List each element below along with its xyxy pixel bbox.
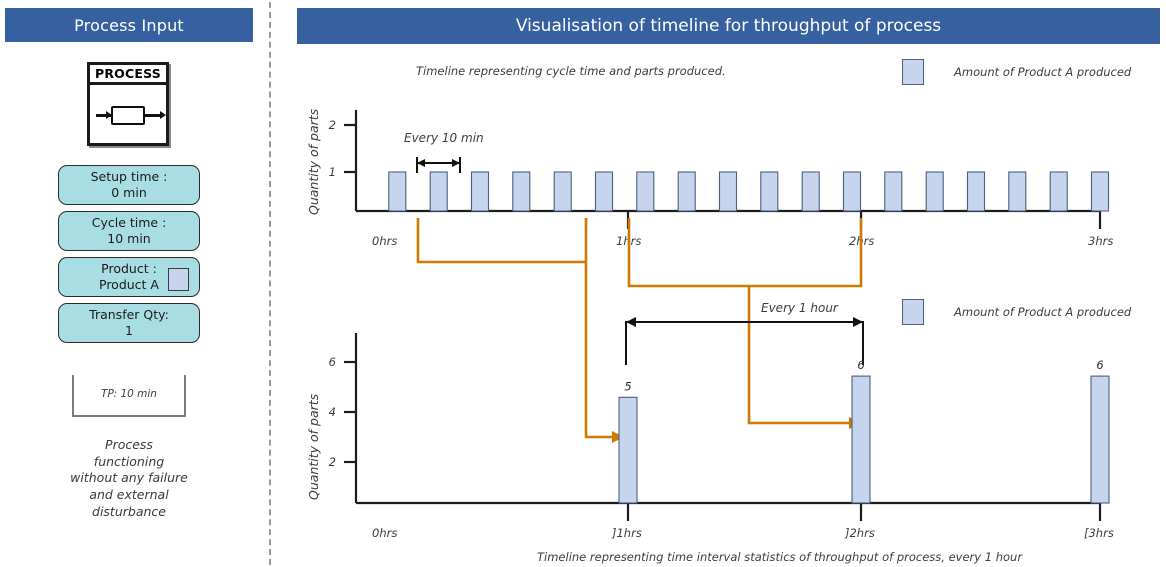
process-note: Process functioning without any failure … <box>48 437 210 520</box>
top-chart-y-axis-label: Quantity of parts <box>306 108 321 215</box>
bottom-chart-xticklabel-2hrs: ]2hrs <box>844 526 875 540</box>
param-cycle-time-value: 10 min <box>107 231 151 246</box>
process-note-line-4: and external <box>89 486 169 502</box>
process-input-panel: Process Input PROCESS Setup time : 0 min… <box>0 0 268 567</box>
bottom-chart-bar-label: 6 <box>857 358 864 372</box>
annot-every-1-hour: Every 1 hour <box>761 301 839 315</box>
param-transfer-qty[interactable]: Transfer Qty: 1 <box>58 303 200 343</box>
annot-1hour-arrow-right <box>853 317 863 327</box>
process-note-line-2: functioning <box>93 453 165 469</box>
param-transfer-qty-value: 1 <box>125 323 133 338</box>
bottom-chart-bar-label: 6 <box>1096 358 1103 372</box>
param-cycle-time-label: Cycle time : <box>91 215 167 231</box>
param-product-label: Product : <box>101 261 157 277</box>
top-chart-bar <box>801 171 820 212</box>
top-chart-caption: Timeline representing cycle time and par… <box>416 64 726 78</box>
charts-canvas: 2 1 Quantity of parts 0hrs 1hrs 2hrs 3hr… <box>306 108 1114 540</box>
throughput-label: TP: 10 min <box>101 388 157 400</box>
annot-10min-arrow-right <box>452 159 460 167</box>
bottom-chart-bar <box>1090 375 1110 504</box>
process-input-header: Process Input <box>5 8 253 42</box>
visualisation-panel: Visualisation of timeline for throughput… <box>276 0 1166 567</box>
process-icon-body <box>90 88 166 143</box>
legend-top-label: Amount of Product A produced <box>954 65 1132 79</box>
process-note-line-1: Process <box>105 437 153 452</box>
param-transfer-qty-label: Transfer Qty: <box>89 307 169 323</box>
legend-bottom: Amount of Product A produced <box>902 299 1131 325</box>
top-chart-bar <box>884 171 903 212</box>
annot-every-1-hour-group: Every 1 hour <box>625 301 864 365</box>
bottom-chart-bar <box>851 375 871 504</box>
throughput-interval-chart: 6 4 2 Quantity of parts 0hrs ]1hrs ]2hrs… <box>306 333 1114 540</box>
param-setup-time-label: Setup time : <box>90 169 168 185</box>
param-setup-time[interactable]: Setup time : 0 min <box>58 165 200 205</box>
connector-arrow-1 <box>612 431 624 443</box>
top-chart-yticklabel-1: 1 <box>329 165 336 179</box>
top-chart-bar <box>470 171 490 212</box>
top-chart-bar <box>636 171 655 212</box>
top-chart-bar <box>677 171 696 212</box>
top-chart-bar <box>1090 171 1110 212</box>
top-chart-bar <box>553 171 572 212</box>
process-icon-frame <box>87 62 169 146</box>
legend-top: Amount of Product A produced <box>902 59 1131 85</box>
process-note-line-3: without any failure <box>70 470 188 486</box>
bracket-bottom-arm <box>72 415 186 417</box>
legend-swatch-icon <box>902 59 924 85</box>
bracket-left-arm <box>72 375 74 417</box>
top-chart-xticklabel-3hrs: 3hrs <box>1088 234 1113 248</box>
process-rect-icon <box>111 106 145 125</box>
annot-10min-arrow-left <box>417 159 425 167</box>
connector-interval-2-drop <box>747 286 854 425</box>
arrow-out-icon <box>145 111 166 119</box>
process-block-icon: PROCESS <box>87 62 171 148</box>
product-color-swatch <box>168 268 189 291</box>
annot-1hour-arrow-left <box>626 317 636 327</box>
legend-swatch-icon <box>902 299 924 325</box>
bottom-chart-xticklabel-1hrs: ]1hrs <box>611 526 642 540</box>
top-chart-bar <box>966 171 986 212</box>
bracket-right-arm <box>184 375 186 417</box>
top-chart-bar <box>1049 171 1068 212</box>
annot-every-10-min: Every 10 min <box>404 131 484 145</box>
top-chart-xticklabel-0hrs: 0hrs <box>372 234 397 248</box>
connectors <box>416 218 863 443</box>
top-chart-bar <box>1008 171 1027 212</box>
bottom-chart-yticklabel-2: 2 <box>329 455 336 469</box>
param-product-value: Product A <box>99 277 159 292</box>
panel-divider <box>269 2 271 565</box>
top-chart-bar <box>718 171 738 212</box>
bottom-chart-y-axis-label: Quantity of parts <box>306 393 321 500</box>
bottom-chart-data-labels: 5 6 6 <box>624 358 1103 393</box>
top-chart-bar <box>760 171 779 212</box>
process-icon-title: PROCESS <box>90 65 166 85</box>
arrow-in-icon <box>96 111 112 119</box>
top-chart-bar <box>925 171 944 212</box>
param-product[interactable]: Product : Product A <box>58 257 200 297</box>
param-setup-time-value: 0 min <box>111 185 147 200</box>
process-note-line-5: disturbance <box>92 503 166 519</box>
top-chart-yticklabel-2: 2 <box>329 118 336 132</box>
param-cycle-time[interactable]: Cycle time : 10 min <box>58 211 200 251</box>
throughput-bracket <box>72 375 186 417</box>
bottom-chart-yticklabel-6: 6 <box>329 355 336 369</box>
top-chart-bar <box>388 171 407 212</box>
timeline-cycle-chart: 2 1 Quantity of parts 0hrs 1hrs 2hrs 3hr… <box>306 108 1113 248</box>
bottom-chart-xticklabel-0hrs: 0hrs <box>372 526 397 540</box>
bottom-chart-bars <box>618 375 1110 504</box>
top-chart-bar <box>594 171 614 212</box>
top-chart-bar <box>512 171 531 212</box>
bottom-chart-yticklabel-4: 4 <box>329 405 336 419</box>
bottom-chart-caption: Timeline representing time interval stat… <box>537 550 1023 564</box>
bottom-chart-xticklabel-3hrs: [3hrs <box>1084 526 1114 540</box>
legend-bottom-label: Amount of Product A produced <box>954 305 1132 319</box>
bottom-chart-bar <box>618 396 638 504</box>
connector-interval-2-bracket <box>627 218 863 288</box>
top-chart-bars <box>388 171 1110 212</box>
top-chart-bar <box>429 171 448 212</box>
bottom-chart-bar-label: 5 <box>624 379 631 393</box>
page-title: Visualisation of timeline for throughput… <box>297 8 1160 44</box>
top-chart-bar <box>842 171 862 212</box>
